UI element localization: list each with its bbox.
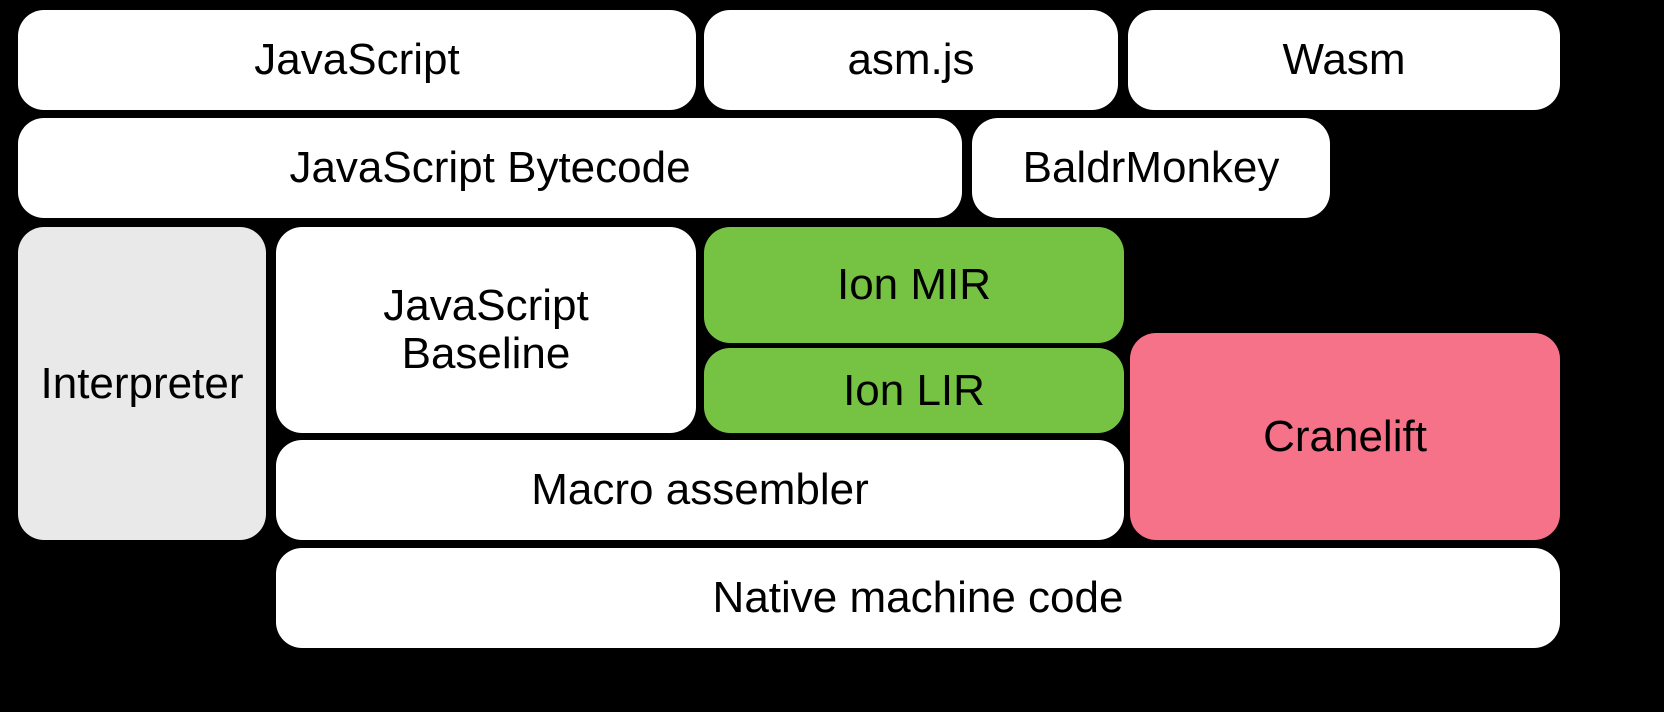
node-ion-lir: Ion LIR <box>704 348 1124 433</box>
node-interpreter: Interpreter <box>18 227 266 540</box>
node-macro-assembler: Macro assembler <box>276 440 1124 540</box>
node-cranelift: Cranelift <box>1130 333 1560 540</box>
node-asm-js: asm.js <box>704 10 1118 110</box>
node-javascript-baseline: JavaScript Baseline <box>276 227 696 433</box>
node-baldrmonkey: BaldrMonkey <box>972 118 1330 218</box>
node-javascript: JavaScript <box>18 10 696 110</box>
node-ion-mir: Ion MIR <box>704 227 1124 343</box>
node-javascript-bytecode: JavaScript Bytecode <box>18 118 962 218</box>
node-native-machine-code: Native machine code <box>276 548 1560 648</box>
node-wasm: Wasm <box>1128 10 1560 110</box>
